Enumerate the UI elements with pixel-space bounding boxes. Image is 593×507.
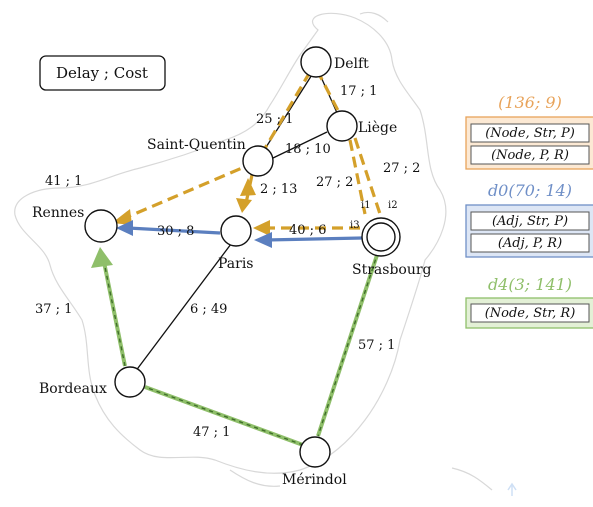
edge-sq-liege	[272, 131, 328, 159]
legend-row-orange-2: (Node, P, R)	[491, 148, 569, 163]
blue-str-paris	[265, 236, 363, 242]
node-strasbourg-inner	[366, 222, 396, 252]
edge-label-merindol-str: 57 ; 1	[358, 338, 395, 353]
orange-arrow-paris-top	[236, 198, 252, 213]
legend-title-orange: (136; 9)	[498, 93, 562, 112]
edge-label-delft-sq: 25 ; 1	[256, 112, 293, 127]
node-label-delft: Delft	[334, 56, 369, 72]
blue-arrow-paris	[254, 232, 272, 248]
port-labels: i1 i2 i3	[350, 200, 398, 231]
legend-row-green-1: (Node, Str, R)	[485, 306, 576, 321]
path-legend: (136; 9) (Node, Str, P) (Node, P, R) d0(…	[465, 93, 593, 329]
node-label-strasbourg: Strasbourg	[352, 262, 432, 278]
edge-label-paris-str: 40 ; 6	[289, 223, 326, 238]
node-saint-quentin	[242, 145, 274, 177]
node-label-saint-quentin: Saint-Quentin	[147, 137, 246, 153]
orange-delft-liege	[315, 69, 347, 125]
edge-label-rennes-paris: 30 ; 8	[157, 224, 194, 239]
node-merindol	[299, 436, 331, 468]
orange-arrow-sq	[240, 178, 256, 196]
node-liege	[326, 110, 358, 142]
legend-title-green: d4(3; 141)	[488, 275, 572, 294]
node-label-bordeaux: Bordeaux	[39, 381, 107, 397]
port-label-i1: i1	[361, 200, 371, 211]
edge-label-sq-paris: 2 ; 13	[260, 182, 297, 197]
node-label-rennes: Rennes	[32, 205, 84, 221]
blue-arrow-rennes	[116, 220, 133, 236]
orange-arrow-rennes	[112, 209, 132, 225]
blue-arrowheads	[116, 220, 272, 248]
blue-paris-rennes	[127, 226, 221, 235]
green-merindol-bordeaux	[144, 385, 304, 447]
legend-row-orange-1: (Node, Str, P)	[485, 126, 575, 141]
delay-cost-box: Delay ; Cost	[39, 55, 166, 91]
node-label-liege: Liège	[358, 120, 397, 136]
legend-title-blue: d0(70; 14)	[488, 181, 572, 200]
orange-arrow-paris	[253, 220, 270, 236]
node-label-paris: Paris	[218, 256, 254, 272]
nodes	[84, 46, 401, 468]
blue-path	[127, 226, 363, 242]
node-labels: Delft Liège Saint-Quentin Rennes Paris S…	[32, 56, 432, 488]
edge-label-bordeaux-merindol: 47 ; 1	[193, 425, 230, 440]
edge-label-liege-str-a: 27 ; 2	[316, 175, 353, 190]
orange-liege-i2	[353, 137, 382, 215]
node-bordeaux	[114, 366, 146, 398]
green-arrow-rennes	[91, 247, 113, 268]
edge-label-sq-liege: 18 ; 10	[285, 142, 331, 157]
node-delft	[300, 46, 332, 78]
edge-label-delft-liege: 17 ; 1	[340, 84, 377, 99]
node-label-merindol: Mérindol	[282, 472, 347, 488]
orange-liege-i1	[348, 139, 367, 215]
port-label-i3: i3	[350, 220, 360, 231]
edge-labels: 17 ; 1 25 ; 1 18 ; 10 41 ; 1 2 ; 13 27 ;…	[35, 84, 420, 440]
edge-paris-bordeaux	[131, 231, 241, 377]
edge-label-paris-bordeaux: 6 ; 49	[190, 302, 227, 317]
faint-up-arrow-icon	[507, 482, 517, 496]
orange-sq-paris	[243, 174, 254, 209]
delay-cost-text: Delay ; Cost	[56, 64, 148, 82]
port-label-i2: i2	[388, 200, 398, 211]
map-outline	[14, 11, 493, 491]
edge-label-sq-rennes: 41 ; 1	[45, 174, 82, 189]
node-paris	[220, 215, 252, 247]
edge-label-bordeaux-rennes: 37 ; 1	[35, 302, 72, 317]
node-rennes	[84, 209, 118, 243]
green-path	[102, 251, 380, 447]
legend-row-blue-2: (Adj, P, R)	[498, 236, 562, 251]
orange-arrowheads	[112, 178, 270, 236]
orange-path	[124, 69, 382, 230]
edge-label-liege-str-b: 27 ; 2	[383, 161, 420, 176]
legend-row-blue-1: (Adj, Str, P)	[492, 214, 568, 229]
orange-delft-sq	[262, 71, 312, 151]
orange-sq-rennes	[124, 160, 257, 220]
